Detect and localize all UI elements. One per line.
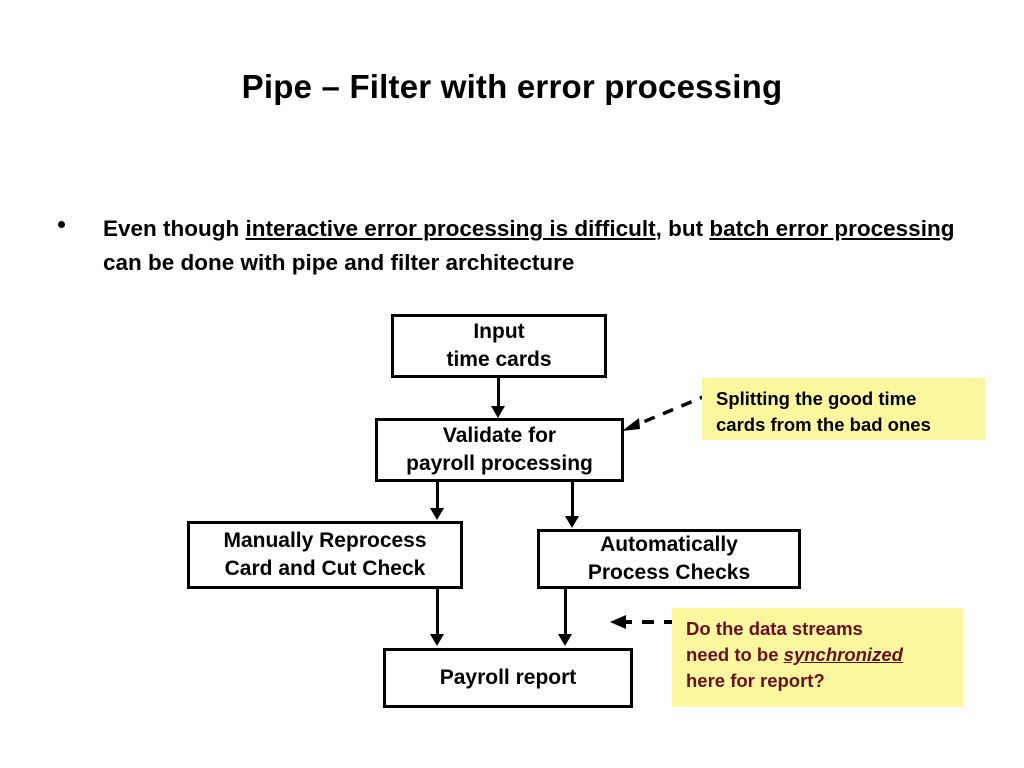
- flow-node-manual-reprocess-label: Manually Reprocess Card and Cut Check: [223, 527, 426, 583]
- callout-splitting-line2: cards from the bad ones: [716, 414, 931, 435]
- edge-input-to-validate-arrowhead-icon: [491, 406, 505, 418]
- flow-node-manual-reprocess-line1: Manually Reprocess: [223, 529, 427, 552]
- flow-node-automatic-process-line2: Process Checks: [587, 561, 751, 584]
- flow-node-input-line2: time cards: [446, 348, 552, 371]
- edge-manual-to-payroll-arrowhead-icon: [430, 634, 444, 646]
- flow-node-payroll-report-label: Payroll report: [440, 664, 577, 692]
- bullet-segment-plain-3: can be done with pipe and filter archite…: [103, 250, 575, 275]
- flow-node-automatic-process-label: Automatically Process Checks: [588, 531, 750, 587]
- flow-node-manual-reprocess[interactable]: Manually Reprocess Card and Cut Check: [187, 521, 463, 589]
- callout-synchronized-line3: here for report?: [686, 670, 825, 691]
- edge-automatic-to-payroll-line: [564, 589, 567, 636]
- edge-validate-to-automatic-arrowhead-icon: [565, 516, 579, 528]
- bullet-item: Even though interactive error processing…: [58, 212, 963, 280]
- callout-splitting-leader-arrow-icon: [622, 392, 711, 431]
- callout-synchronized-emphasis: synchronized: [783, 644, 903, 665]
- page-title: Pipe – Filter with error processing: [241, 68, 783, 105]
- flow-node-validate-label: Validate for payroll processing: [406, 422, 593, 478]
- flow-node-validate-line1: Validate for: [442, 424, 557, 447]
- flow-node-payroll-report[interactable]: Payroll report: [383, 648, 633, 708]
- bullet-dot-icon: [58, 221, 65, 228]
- edge-validate-to-automatic-line: [571, 482, 574, 518]
- flow-node-input-line1: Input: [473, 320, 525, 343]
- bullet-segment-plain-1: Even though: [103, 216, 246, 241]
- edge-automatic-to-payroll-arrowhead-icon: [558, 634, 572, 646]
- bullet-segment-plain-2: , but: [655, 216, 710, 241]
- flow-node-manual-reprocess-line2: Card and Cut Check: [224, 557, 426, 580]
- callout-splitting: Splitting the good time cards from the b…: [702, 378, 985, 440]
- bullet-segment-underlined-1: interactive error processing is difficul…: [245, 216, 656, 241]
- flow-node-input[interactable]: Input time cards: [391, 314, 607, 378]
- callout-synchronized-leader-arrow-icon: [610, 615, 676, 629]
- flow-node-automatic-process-line1: Automatically: [600, 533, 738, 556]
- callout-synchronized-line2-prefix: need to be: [686, 644, 784, 665]
- edge-input-to-validate-line: [497, 378, 500, 408]
- callout-synchronized-line2: need to be synchronized: [686, 642, 950, 668]
- flow-node-validate[interactable]: Validate for payroll processing: [375, 418, 624, 482]
- flow-node-payroll-report-line1: Payroll report: [439, 666, 577, 689]
- callout-synchronized-line1: Do the data streams: [686, 618, 863, 639]
- edge-validate-to-manual-arrowhead-icon: [430, 508, 444, 520]
- callout-synchronized: Do the data streams need to be synchroni…: [672, 608, 963, 707]
- bullet-text: Even though interactive error processing…: [103, 212, 963, 280]
- edge-validate-to-manual-line: [436, 482, 439, 510]
- edge-manual-to-payroll-line: [436, 589, 439, 636]
- flow-node-validate-line2: payroll processing: [406, 452, 593, 475]
- callout-splitting-line1: Splitting the good time: [716, 388, 917, 409]
- bullet-segment-underlined-2: batch error processing: [709, 216, 955, 241]
- flow-node-automatic-process[interactable]: Automatically Process Checks: [537, 529, 801, 589]
- flow-node-input-label: Input time cards: [446, 318, 551, 374]
